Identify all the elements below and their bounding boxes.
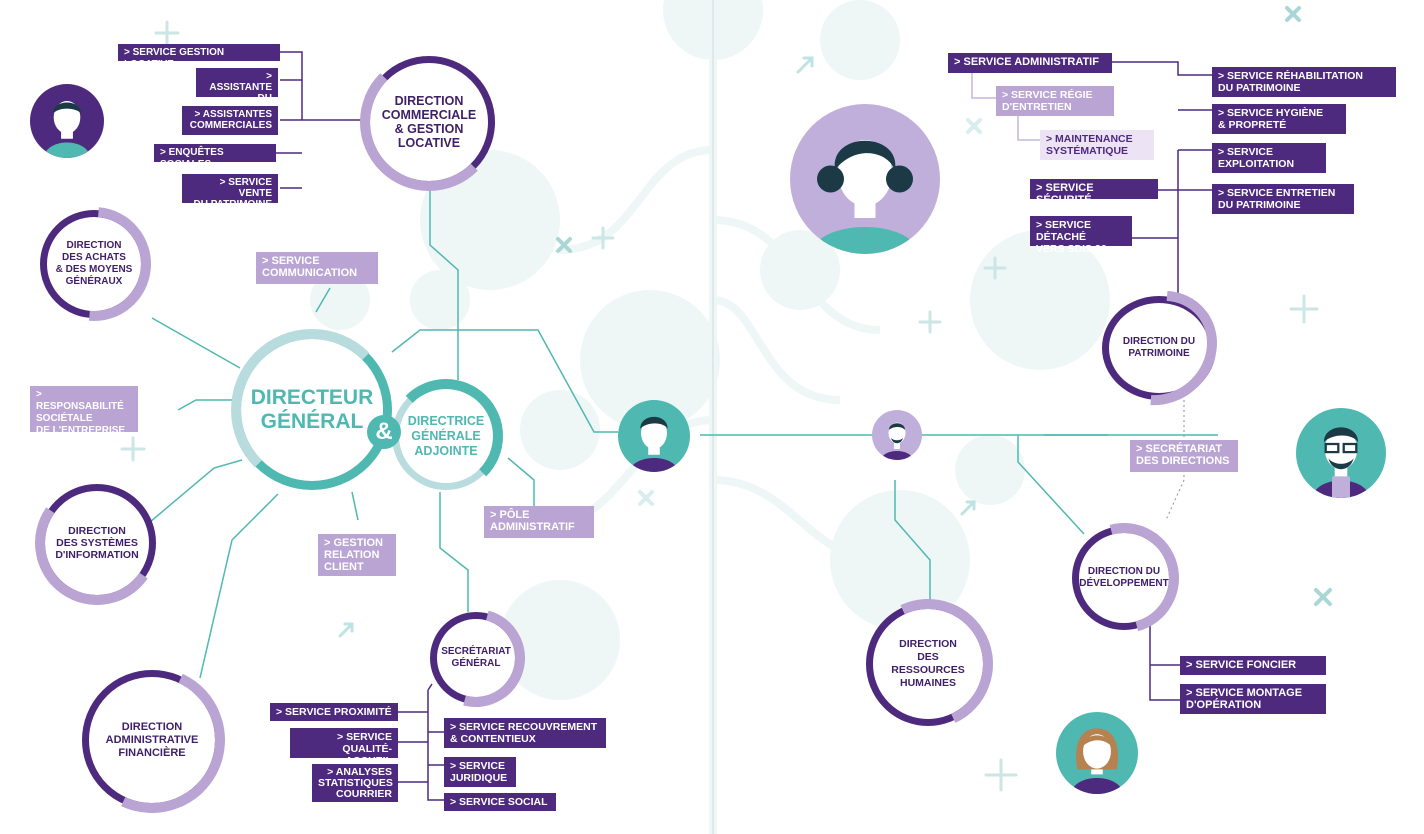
service-enquetes-sociales[interactable]: > ENQUÊTES SOCIALES <box>154 144 276 170</box>
service-recouvrement[interactable]: > SERVICE RECOUVREMENT & CONTENTIEUX <box>444 718 606 748</box>
direction-patrimoine-label: DIRECTION DU PATRIMOINE <box>1122 336 1196 359</box>
secretariat-general-circle[interactable]: SECRÉTARIAT GÉNÉRAL <box>430 612 522 704</box>
person-icon-female <box>790 104 940 254</box>
service-administratif[interactable]: > SERVICE ADMINISTRATIF <box>948 53 1112 73</box>
direction-rh-label: DIRECTION DES RESSOURCES HUMAINES <box>891 638 965 689</box>
direction-systemes-circle[interactable]: DIRECTION DES SYSTÈMES D'INFORMATION <box>38 484 156 602</box>
service-qualite-accueil[interactable]: > SERVICE QUALITÉ-ACCUEIL <box>290 728 398 767</box>
ampersand-badge: & <box>367 415 401 449</box>
service-gestion-locative[interactable]: > SERVICE GESTION LOCATIVE <box>118 44 280 70</box>
service-entretien-patrimoine[interactable]: > SERVICE ENTRETIEN DU PATRIMOINE <box>1212 184 1354 214</box>
direction-rh-circle[interactable]: DIRECTION DES RESSOURCES HUMAINES <box>866 602 990 726</box>
directeur-general-line1: DIRECTEUR <box>250 386 374 409</box>
service-communication[interactable]: > SERVICE COMMUNICATION <box>256 252 378 284</box>
service-exploitation[interactable]: > SERVICE EXPLOITATION <box>1212 143 1326 173</box>
person-icon-male <box>30 84 104 158</box>
direction-patrimoine-circle[interactable]: DIRECTION DU PATRIMOINE <box>1102 296 1216 400</box>
person-icon-female <box>1056 712 1138 794</box>
direction-commerciale-circle[interactable]: DIRECTION COMMERCIALE & GESTION LOCATIVE <box>363 56 495 188</box>
service-juridique[interactable]: > SERVICE JURIDIQUE <box>444 757 516 787</box>
service-regie-entretien[interactable]: > SERVICE RÉGIE D'ENTRETIEN <box>996 86 1114 116</box>
service-vente-patrimoine[interactable]: > SERVICE VENTE DU PATRIMOINE <box>182 174 278 210</box>
secretariat-general-label: SECRÉTARIAT GÉNÉRAL <box>441 646 511 669</box>
service-analyses-statistiques[interactable]: > ANALYSES STATISTIQUES COURRIER <box>312 764 398 802</box>
ampersand-text: & <box>375 418 393 445</box>
direction-achats-label: DIRECTION DES ACHATS & DES MOYENS GÉNÉRA… <box>55 240 133 287</box>
service-securite[interactable]: > SERVICE SÉCURITÉ <box>1030 179 1158 206</box>
service-hygiene[interactable]: > SERVICE HYGIÈNE & PROPRETÉ <box>1212 104 1346 134</box>
person-icon-bearded <box>1296 408 1386 498</box>
service-grc[interactable]: > GESTION RELATION CLIENT <box>318 534 396 576</box>
service-rehabilitation[interactable]: > SERVICE RÉHABILITATION DU PATRIMOINE <box>1212 67 1396 97</box>
person-icon-bearded <box>872 410 922 460</box>
dga-label: DIRECTRICE GÉNÉRALE ADJOINTE <box>407 413 485 458</box>
dga-circle: DIRECTRICE GÉNÉRALE ADJOINTE <box>392 382 500 490</box>
service-secretariat-directions[interactable]: > SECRÉTARIAT DES DIRECTIONS <box>1130 440 1238 472</box>
service-pole-administratif[interactable]: > PÔLE ADMINISTRATIF <box>484 506 594 538</box>
direction-systemes-label: DIRECTION DES SYSTÈMES D'INFORMATION <box>55 525 139 561</box>
direction-developpement-label: DIRECTION DU DÉVELOPPEMENT <box>1079 566 1169 589</box>
service-social[interactable]: > SERVICE SOCIAL <box>444 793 556 811</box>
service-maintenance[interactable]: > MAINTENANCE SYSTÉMATIQUE <box>1040 130 1154 160</box>
direction-financiere-label: DIRECTION ADMINISTRATIVE FINANCIÈRE <box>105 720 199 759</box>
direction-achats-circle[interactable]: DIRECTION DES ACHATS & DES MOYENS GÉNÉRA… <box>40 210 148 318</box>
direction-financiere-circle[interactable]: DIRECTION ADMINISTRATIVE FINANCIÈRE <box>82 670 222 810</box>
service-rse[interactable]: > RESPONSABILITÉ SOCIÉTALE DE L'ENTREPRI… <box>30 386 138 436</box>
service-sdis[interactable]: > SERVICE DÉTACHÉ VERS SDIS 36 <box>1030 216 1132 255</box>
direction-commerciale-label: DIRECTION COMMERCIALE & GESTION LOCATIVE <box>381 94 477 150</box>
service-foncier[interactable]: > SERVICE FONCIER <box>1180 656 1326 675</box>
service-proximite[interactable]: > SERVICE PROXIMITÉ <box>270 703 398 721</box>
directeur-general-line2: GÉNÉRAL <box>260 410 364 433</box>
service-assistantes-commerciales[interactable]: > ASSISTANTES COMMERCIALES <box>182 106 278 135</box>
person-icon-male <box>618 400 690 472</box>
directeur-general-circle: DIRECTEUR GÉNÉRAL <box>232 330 392 490</box>
direction-developpement-circle[interactable]: DIRECTION DU DÉVELOPPEMENT <box>1072 526 1176 630</box>
service-montage-operation[interactable]: > SERVICE MONTAGE D'OPÉRATION <box>1180 684 1326 714</box>
service-assistante-directeur[interactable]: > ASSISTANTE DU DIRECTEUR <box>196 68 278 115</box>
